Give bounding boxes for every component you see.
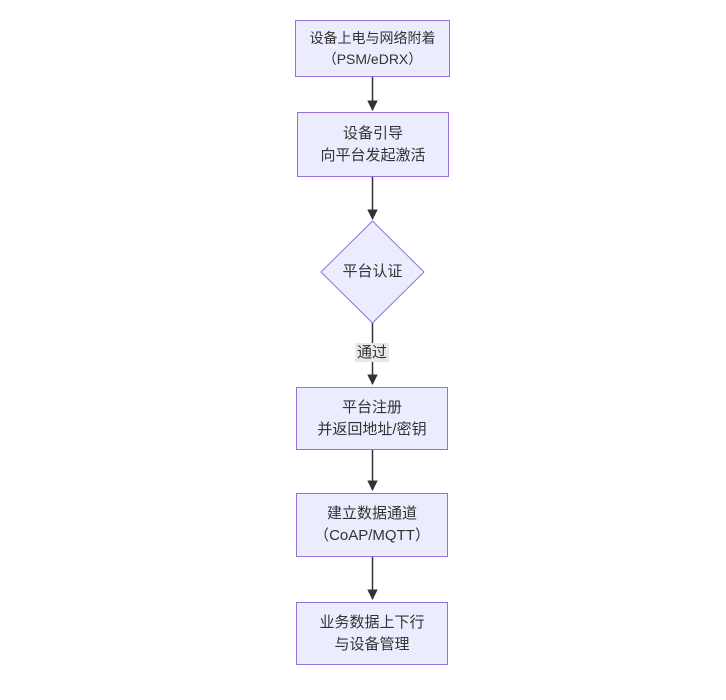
node-register: 平台注册 并返回地址/密钥 — [296, 387, 448, 450]
node-bootstrap: 设备引导 向平台发起激活 — [297, 112, 449, 177]
edge-label-pass: 通过 — [354, 343, 390, 362]
node-register-line1: 平台注册 — [341, 398, 402, 416]
node-register-line2: 并返回地址/密钥 — [317, 420, 427, 438]
node-data-channel-line2: （CoAP/MQTT） — [314, 527, 430, 544]
node-platform-auth-label: 平台认证 — [342, 263, 403, 280]
node-power-attach: 设备上电与网络附着 （PSM/eDRX） — [295, 20, 450, 77]
node-bootstrap-line1: 设备引导 — [342, 124, 403, 142]
node-data-channel-line1: 建立数据通道 — [326, 505, 417, 522]
node-power-attach-line1: 设备上电与网络附着 — [309, 29, 436, 46]
node-data-channel: 建立数据通道 （CoAP/MQTT） — [296, 493, 448, 557]
node-power-attach-line2: （PSM/eDRX） — [322, 50, 423, 67]
node-business-line1: 业务数据上下行 — [319, 613, 425, 631]
node-business-line2: 与设备管理 — [334, 635, 410, 653]
node-business: 业务数据上下行 与设备管理 — [296, 602, 448, 665]
node-bootstrap-line2: 向平台发起激活 — [320, 146, 426, 164]
